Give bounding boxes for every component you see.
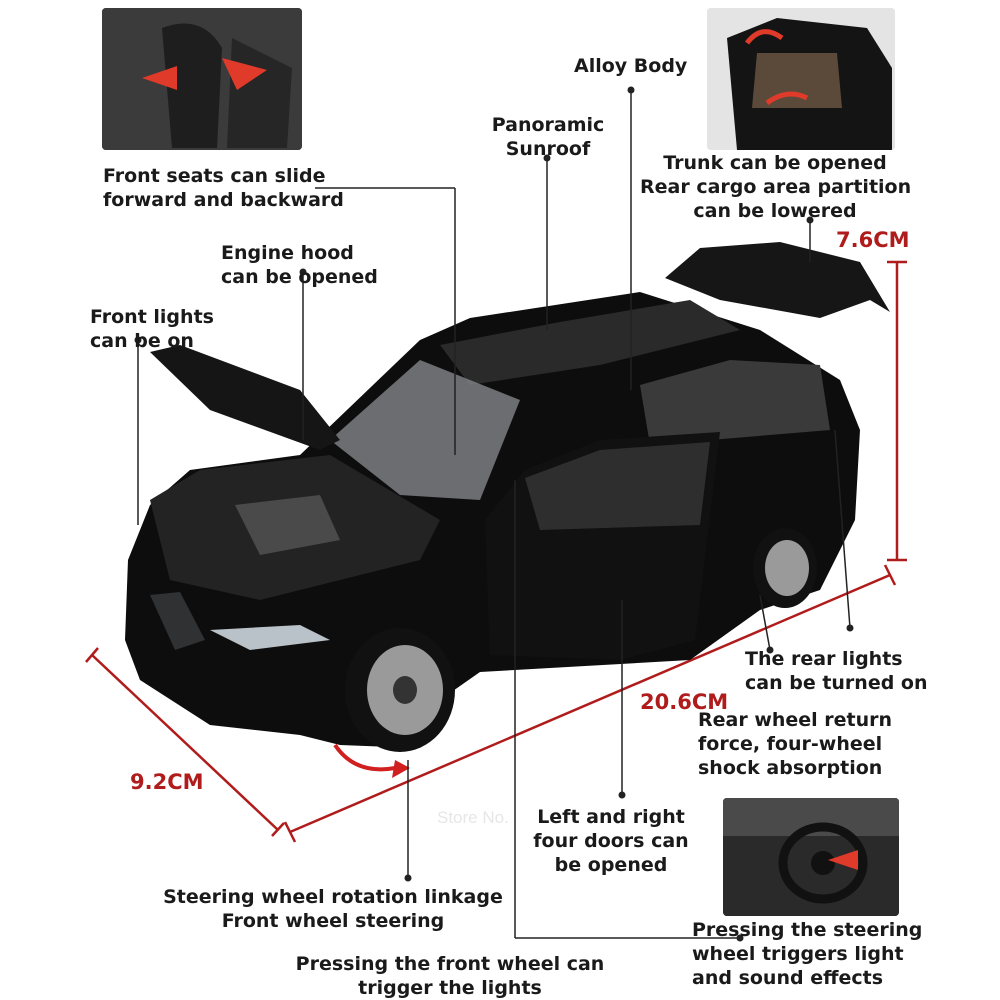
store-watermark: Store No. (437, 808, 509, 827)
steering-wheel-thumbnail (723, 798, 899, 916)
front-seats-thumbnail (102, 8, 302, 150)
rear-lights-label: The rear lights can be turned on (745, 648, 928, 694)
height-dimension: 7.6CM (836, 228, 910, 252)
alloy-body-label: Alloy Body (574, 55, 688, 77)
doors-label: Left and right four doors can be opened (533, 806, 689, 876)
steering-wheel-label: Pressing the steering wheel triggers lig… (692, 919, 923, 989)
width-dimension: 9.2CM (130, 770, 204, 794)
dimension-lines (85, 260, 907, 843)
length-dimension: 20.6CM (640, 690, 729, 714)
front-lights-label: Front lights can be on (90, 306, 214, 352)
steering-linkage-label: Steering wheel rotation linkage Front wh… (163, 886, 503, 932)
car-model (125, 242, 890, 778)
sunroof-label: Panoramic Sunroof (491, 114, 605, 160)
trunk-label: Trunk can be opened Rear cargo area part… (640, 152, 912, 222)
leader-lines (137, 90, 851, 939)
front-seats-label: Front seats can slide forward and backwa… (103, 165, 344, 211)
rear-wheel-label: Rear wheel return force, four-wheel shoc… (698, 709, 893, 779)
leader-dots (134, 86, 854, 942)
engine-hood-label: Engine hood can be opened (221, 242, 378, 288)
trunk-thumbnail (707, 8, 895, 150)
front-wheel-label: Pressing the front wheel can trigger the… (295, 953, 605, 999)
